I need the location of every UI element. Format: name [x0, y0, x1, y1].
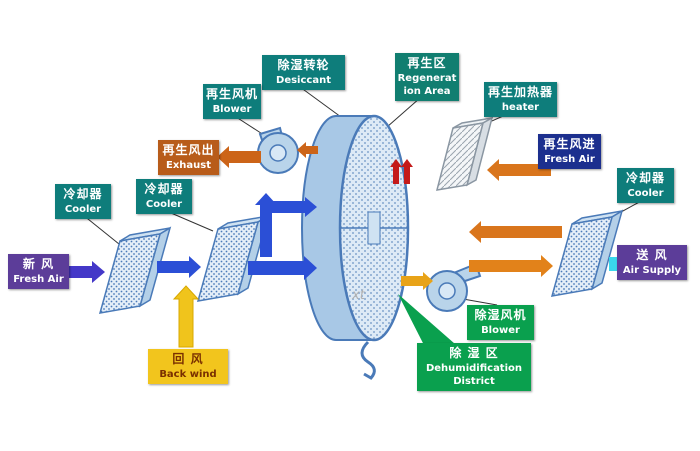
arrow-fresh-air-in: [64, 261, 105, 283]
label-air-supply-en: Air Supply: [622, 264, 682, 276]
label-regen-blower-zh: 再生风机: [205, 87, 258, 101]
label-exhaust: 再生风出 Exhaust: [158, 140, 219, 175]
label-exhaust-en: Exhaust: [166, 159, 211, 171]
label-regen-heater-en: heater: [501, 101, 540, 113]
label-back-wind-zh: 回 风: [172, 352, 204, 366]
label-cooler-left-1-en: Cooler: [64, 203, 102, 215]
label-cooler-right-en: Cooler: [627, 187, 664, 199]
arrow-back-wind-up: [172, 285, 200, 348]
arrow-cooler2-to-wheel-low: [248, 256, 317, 280]
arrow-process-up: [255, 193, 277, 257]
label-back-wind-en: Back wind: [159, 368, 217, 380]
arrow-regen-through-wheel-2: [401, 159, 413, 184]
label-dehumid-blower: 除湿风机 Blower: [467, 305, 534, 340]
label-fresh-air: 新 风 Fresh Air: [8, 254, 69, 289]
label-regeneration-area: 再生区 Regeneration Area: [395, 53, 459, 101]
label-regen-heater-zh: 再生加热器: [487, 85, 553, 99]
arrow-wheel-to-dehumid-blower: [401, 272, 433, 290]
arrow-dehumid-district-pointer: [398, 294, 463, 351]
arrow-wheel-to-regen-blower: [297, 142, 318, 158]
label-air-supply-zh: 送 风: [636, 248, 668, 262]
cooler-block-right: [550, 209, 624, 297]
label-cooler-left-2: 冷却器 Cooler: [136, 179, 192, 214]
label-exhaust-zh: 再生风出: [162, 143, 215, 157]
watermark-text: xt: [352, 288, 365, 303]
arrow-cooler1-to-cooler2: [157, 256, 201, 278]
label-regen-blower: 再生风机 Blower: [203, 84, 261, 119]
label-cooler-right: 冷却器 Cooler: [617, 168, 674, 203]
label-back-wind: 回 风 Back wind: [148, 349, 228, 384]
label-air-supply: 送 风 Air Supply: [617, 245, 687, 280]
label-desiccant-zh: 除湿转轮: [277, 58, 330, 72]
label-regeneration-area-en: Regeneration Area: [397, 72, 457, 97]
label-desiccant: 除湿转轮 Desiccant: [262, 55, 345, 90]
label-regeneration-area-zh: 再生区: [407, 56, 447, 70]
label-cooler-right-zh: 冷却器: [625, 171, 665, 185]
label-fresh-air-zh: 新 风: [22, 257, 55, 271]
regen-blower-fan: [257, 126, 299, 174]
label-dehumid-blower-en: Blower: [481, 324, 520, 336]
label-cooler-left-2-en: Cooler: [145, 198, 183, 210]
label-cooler-left-1-zh: 冷却器: [63, 187, 103, 201]
label-dehumid-district: 除 湿 区 Dehumidification District: [417, 343, 531, 391]
arrow-regen-in-to-heater: [487, 159, 551, 181]
label-dehumid-blower-zh: 除湿风机: [474, 308, 527, 322]
label-fresh-air-en: Fresh Air: [13, 273, 64, 285]
wheel-drain-curl: [360, 340, 376, 380]
label-regen-heater: 再生加热器 heater: [484, 82, 557, 117]
label-dehumid-district-zh: 除 湿 区: [449, 346, 499, 360]
heater-block: [435, 116, 494, 191]
label-cooler-left-2-zh: 冷却器: [144, 182, 184, 196]
label-desiccant-en: Desiccant: [276, 74, 331, 86]
label-regen-fresh-air: 再生风进 Fresh Air: [538, 134, 601, 169]
label-regen-fresh-air-zh: 再生风进: [543, 137, 596, 151]
label-regen-fresh-air-en: Fresh Air: [544, 153, 595, 165]
desiccant-wheel: [301, 114, 410, 380]
arrow-cooler2-to-wheel-high: [272, 197, 317, 217]
label-cooler-left-1: 冷却器 Cooler: [55, 184, 111, 219]
wheel-hub: [367, 211, 381, 245]
label-regen-blower-en: Blower: [212, 103, 252, 115]
arrow-blower-to-cooler-right: [469, 255, 553, 277]
arrow-exhaust-out: [217, 146, 261, 168]
label-dehumid-district-en: Dehumidification District: [425, 362, 523, 387]
cooler-block-left-1: [98, 226, 172, 314]
arrow-regen-in-lower: [469, 221, 562, 243]
arrow-regen-through-wheel-1: [390, 159, 402, 184]
